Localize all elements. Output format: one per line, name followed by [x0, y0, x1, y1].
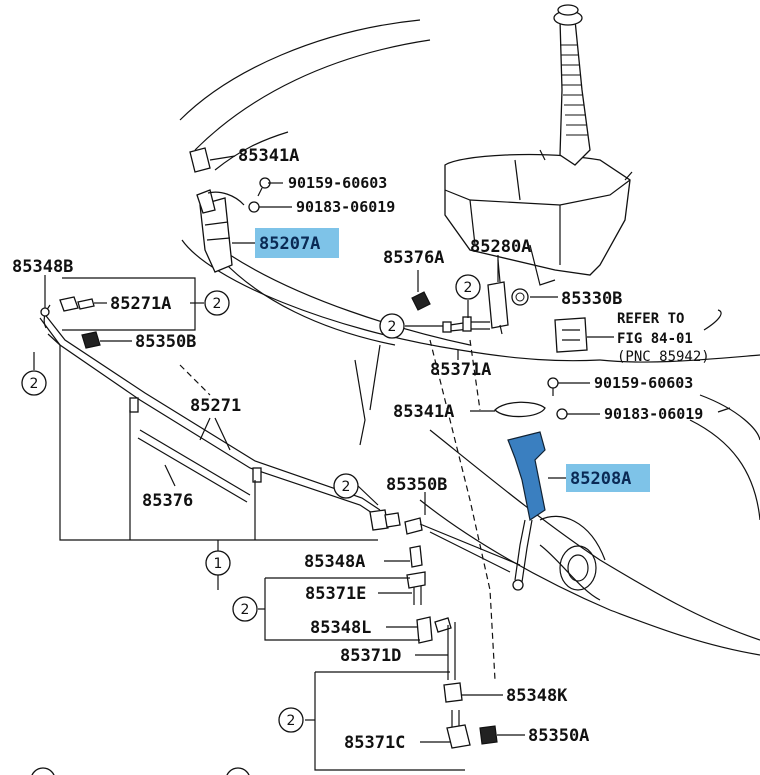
callout-2-bottom: 2 [278, 707, 304, 733]
label-85350A: 85350A [528, 726, 589, 746]
label-85330B: 85330B [561, 289, 622, 309]
label-90159-top: 90159-60603 [288, 174, 387, 192]
label-85371C: 85371C [344, 733, 405, 753]
vehicle-body-outline [179, 19, 760, 656]
left-cleaner-cluster [189, 147, 271, 273]
label-85350B-top: 85350B [135, 332, 196, 352]
label-85376A: 85376A [383, 248, 444, 268]
svg-text:2: 2 [342, 479, 351, 495]
label-85348B: 85348B [12, 257, 73, 277]
gasket-icon [189, 147, 211, 173]
svg-text:2: 2 [388, 319, 397, 335]
svg-text:1: 1 [214, 556, 223, 572]
label-85371D: 85371D [340, 646, 401, 666]
label-85208A: 85208A [570, 469, 631, 489]
refer-note-line1: REFER TO [617, 311, 684, 327]
svg-text:2: 2 [30, 376, 39, 392]
label-85348L: 85348L [310, 618, 371, 638]
label-85207A: 85207A [259, 234, 320, 254]
svg-text:2: 2 [241, 602, 250, 618]
callout-2-left: 2 [21, 370, 47, 396]
label-85280A: 85280A [470, 237, 531, 257]
refer-note-line2: FIG 84-01 [617, 331, 693, 347]
refer-note-line3: (PNC 85942) [617, 349, 710, 365]
callout-partial-1 [31, 767, 55, 775]
callout-2-lower: 2 [232, 596, 258, 622]
callout-1: 1 [205, 550, 231, 576]
callout-partial-2 [226, 767, 250, 775]
label-85376: 85376 [142, 491, 193, 511]
highlight-85207A-box [255, 228, 339, 258]
label-85341A-mid: 85341A [393, 402, 454, 422]
label-90183-mid: 90183-06019 [604, 405, 703, 423]
callout-2-pump: 2 [379, 313, 405, 339]
left-hose-assembly [39, 290, 401, 531]
label-85348A: 85348A [304, 552, 365, 572]
part-labels: 85341A 90159-60603 90183-06019 85207A 85… [12, 146, 710, 753]
label-85271A: 85271A [110, 294, 171, 314]
leader-lines [33, 155, 731, 771]
right-cleaner-cluster [404, 259, 588, 591]
label-85348K: 85348K [506, 686, 568, 706]
label-90183-top: 90183-06019 [296, 198, 395, 216]
headlamp-washer-nozzle-85208A [507, 431, 546, 521]
callout-2-hose-joint: 2 [333, 473, 359, 499]
highlight-85208A-box [566, 464, 650, 492]
callout-circles: 2 2 2 1 2 2 2 2 [21, 274, 481, 775]
label-85371E: 85371E [305, 584, 366, 604]
callout-2-top: 2 [455, 274, 481, 300]
label-85371A: 85371A [430, 360, 491, 380]
lower-hose-assembly [406, 545, 498, 749]
label-90159-mid: 90159-60603 [594, 374, 693, 392]
label-85350B-mid: 85350B [386, 475, 447, 495]
svg-text:2: 2 [464, 280, 473, 296]
label-85271: 85271 [190, 396, 241, 416]
label-85341A-top: 85341A [238, 146, 299, 166]
svg-text:2: 2 [287, 713, 296, 729]
callout-2-85271A: 2 [204, 290, 230, 316]
washer-reservoir [444, 4, 633, 286]
svg-text:2: 2 [213, 296, 222, 312]
